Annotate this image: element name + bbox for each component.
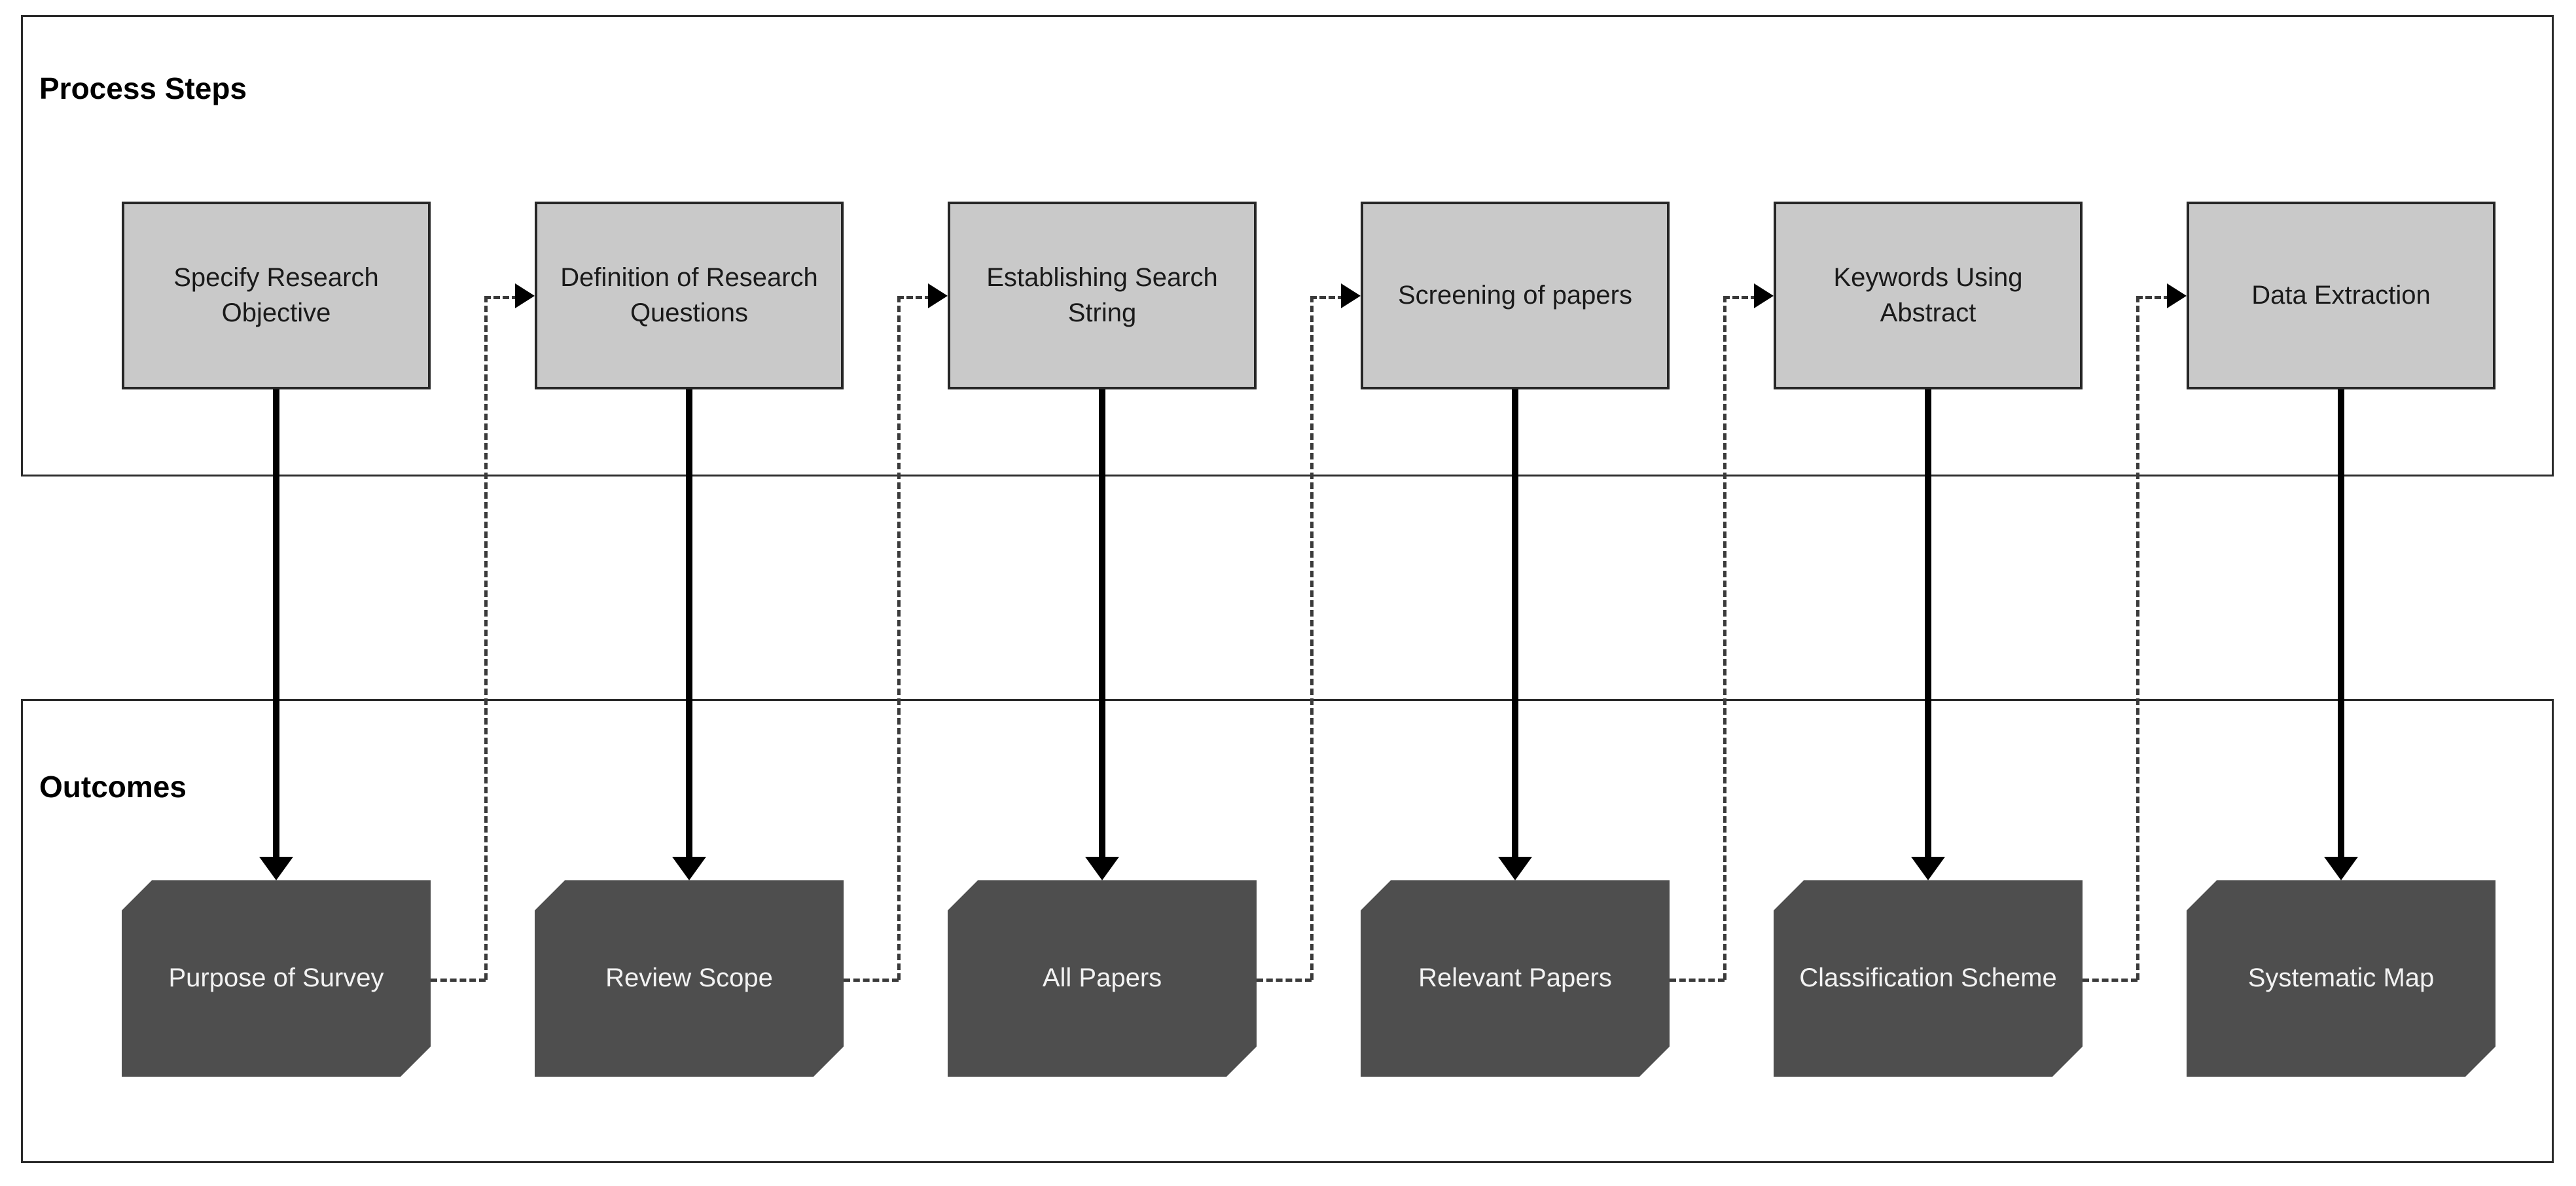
connector-dashed-all-papers-to-screening-of-papers-horizontal-bottom — [1257, 979, 1312, 982]
connector-solid-establishing-search-string-to-all-papers — [1099, 389, 1105, 859]
connector-solid-definition-of-research-questions-to-review-scope — [686, 389, 692, 859]
process-steps-title: Process Steps — [39, 71, 247, 105]
process-box-establishing-search-string[interactable]: Establishing Search String — [948, 202, 1257, 389]
connector-dashed-purpose-of-survey-to-definition-of-research-questions-vertical — [484, 296, 488, 980]
process-box-specify-research-objective[interactable]: Specify Research Objective — [122, 202, 431, 389]
connector-dashed-relevant-papers-to-keywords-using-abstract-horizontal-top — [1723, 296, 1757, 299]
process-box-label: Data Extraction — [2251, 280, 2431, 310]
connector-dashed-review-scope-to-establishing-search-string-vertical — [897, 296, 901, 980]
connector-solid-screening-of-papers-to-relevant-papers — [1512, 389, 1518, 859]
outcome-shape-label: Review Scope — [605, 963, 773, 993]
outcome-shape-all-papers[interactable]: All Papers — [948, 880, 1257, 1077]
connector-solid-keywords-using-abstract-to-classification-scheme — [1925, 389, 1931, 859]
connector-dashed-classification-scheme-to-data-extraction-horizontal-bottom — [2083, 979, 2138, 982]
outcome-shape-review-scope[interactable]: Review Scope — [535, 880, 844, 1077]
arrowhead-down-icon — [1498, 857, 1532, 880]
arrowhead-right-icon — [928, 283, 948, 308]
connector-dashed-purpose-of-survey-to-definition-of-research-questions-horizontal-top — [484, 296, 518, 299]
connector-dashed-all-papers-to-screening-of-papers-horizontal-top — [1310, 296, 1344, 299]
outcome-shape-label: All Papers — [1042, 963, 1162, 993]
connector-dashed-relevant-papers-to-keywords-using-abstract-vertical — [1723, 296, 1726, 980]
arrowhead-right-icon — [2167, 283, 2187, 308]
process-box-screening-of-papers[interactable]: Screening of papers — [1361, 202, 1670, 389]
process-box-data-extraction[interactable]: Data Extraction — [2187, 202, 2496, 389]
outcome-shape-relevant-papers[interactable]: Relevant Papers — [1361, 880, 1670, 1077]
connector-dashed-review-scope-to-establishing-search-string-horizontal-top — [897, 296, 931, 299]
outcome-shape-systematic-map[interactable]: Systematic Map — [2187, 880, 2496, 1077]
process-box-label: Keywords Using Abstract — [1833, 263, 2023, 327]
outcomes-panel — [21, 699, 2554, 1163]
outcome-shape-label: Systematic Map — [2247, 963, 2435, 993]
process-box-label: Establishing Search String — [986, 263, 1218, 327]
process-box-label: Specify Research Objective — [173, 263, 379, 327]
arrowhead-down-icon — [672, 857, 706, 880]
arrowhead-right-icon — [1341, 283, 1361, 308]
arrowhead-right-icon — [1754, 283, 1774, 308]
connector-dashed-relevant-papers-to-keywords-using-abstract-horizontal-bottom — [1670, 979, 1725, 982]
arrowhead-down-icon — [1911, 857, 1945, 880]
outcome-shape-purpose-of-survey[interactable]: Purpose of Survey — [122, 880, 431, 1077]
outcome-shape-label: Relevant Papers — [1418, 963, 1612, 993]
outcome-shape-label: Classification Scheme — [1799, 963, 2057, 993]
connector-dashed-all-papers-to-screening-of-papers-vertical — [1310, 296, 1314, 980]
arrowhead-down-icon — [259, 857, 293, 880]
arrowhead-down-icon — [2324, 857, 2358, 880]
connector-dashed-review-scope-to-establishing-search-string-horizontal-bottom — [844, 979, 899, 982]
process-box-definition-of-research-questions[interactable]: Definition of Research Questions — [535, 202, 844, 389]
outcome-shape-label: Purpose of Survey — [168, 963, 384, 993]
process-box-label: Definition of Research Questions — [560, 263, 818, 327]
connector-dashed-classification-scheme-to-data-extraction-horizontal-top — [2136, 296, 2170, 299]
connector-solid-specify-research-objective-to-purpose-of-survey — [273, 389, 279, 859]
process-box-label: Screening of papers — [1397, 280, 1632, 310]
arrowhead-right-icon — [515, 283, 535, 308]
process-box-keywords-using-abstract[interactable]: Keywords Using Abstract — [1774, 202, 2083, 389]
outcome-shape-classification-scheme[interactable]: Classification Scheme — [1774, 880, 2083, 1077]
outcomes-title: Outcomes — [39, 770, 187, 804]
connector-dashed-classification-scheme-to-data-extraction-vertical — [2136, 296, 2139, 980]
connector-dashed-purpose-of-survey-to-definition-of-research-questions-horizontal-bottom — [431, 979, 486, 982]
connector-solid-data-extraction-to-systematic-map — [2338, 389, 2344, 859]
process-steps-panel — [21, 15, 2554, 476]
arrowhead-down-icon — [1085, 857, 1119, 880]
